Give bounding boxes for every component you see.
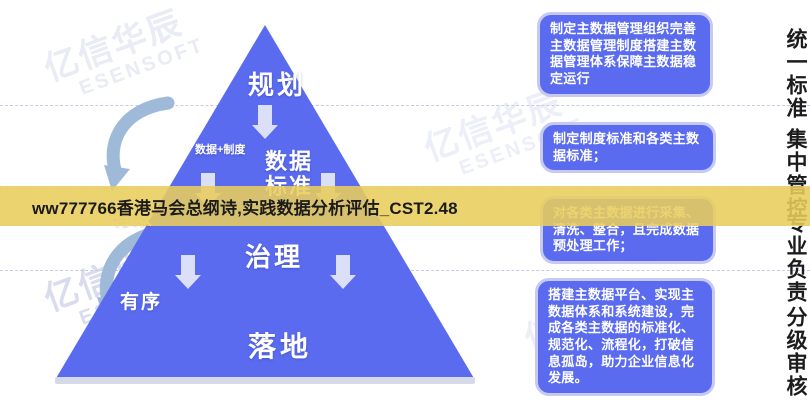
curved-arrow-icon <box>100 95 180 205</box>
overlay-banner: ww777766香港马会总纲诗,实践数据分析评估_CST2.48 <box>0 186 810 226</box>
pyramid-level-data-standard-line1: 数据 <box>265 149 314 174</box>
pyramid-level-governance: 治理 <box>245 242 304 272</box>
callout-planning: 制定主数据管理组织完善主数据管理制度搭建主数据管理体系保障主数据稳定运行 <box>537 12 713 97</box>
data-and-system-label: 数据+制度 <box>195 144 246 156</box>
pyramid-level-planning: 规划 <box>248 70 307 100</box>
pyramid-level-landing: 落地 <box>248 331 313 362</box>
side-label-orderly: 有序 <box>120 292 163 313</box>
vertical-item-unified-standard: 统一标准 <box>784 28 807 120</box>
vertical-item-professional-responsibility: 专业负责 <box>784 212 807 304</box>
vertical-item-tiered-review: 分级审核 <box>784 306 807 398</box>
pyramid-base <box>55 377 475 384</box>
overlay-banner-text: ww777766香港马会总纲诗,实践数据分析评估_CST2.48 <box>32 198 458 218</box>
callout-landing: 搭建主数据平台、实现主数据体系和系统建设，完成各类主数据的标准化、规范化、流程化… <box>535 278 715 396</box>
divider-line <box>0 105 810 106</box>
callout-standard: 制定制度标准和各类主数据标准； <box>540 122 716 174</box>
